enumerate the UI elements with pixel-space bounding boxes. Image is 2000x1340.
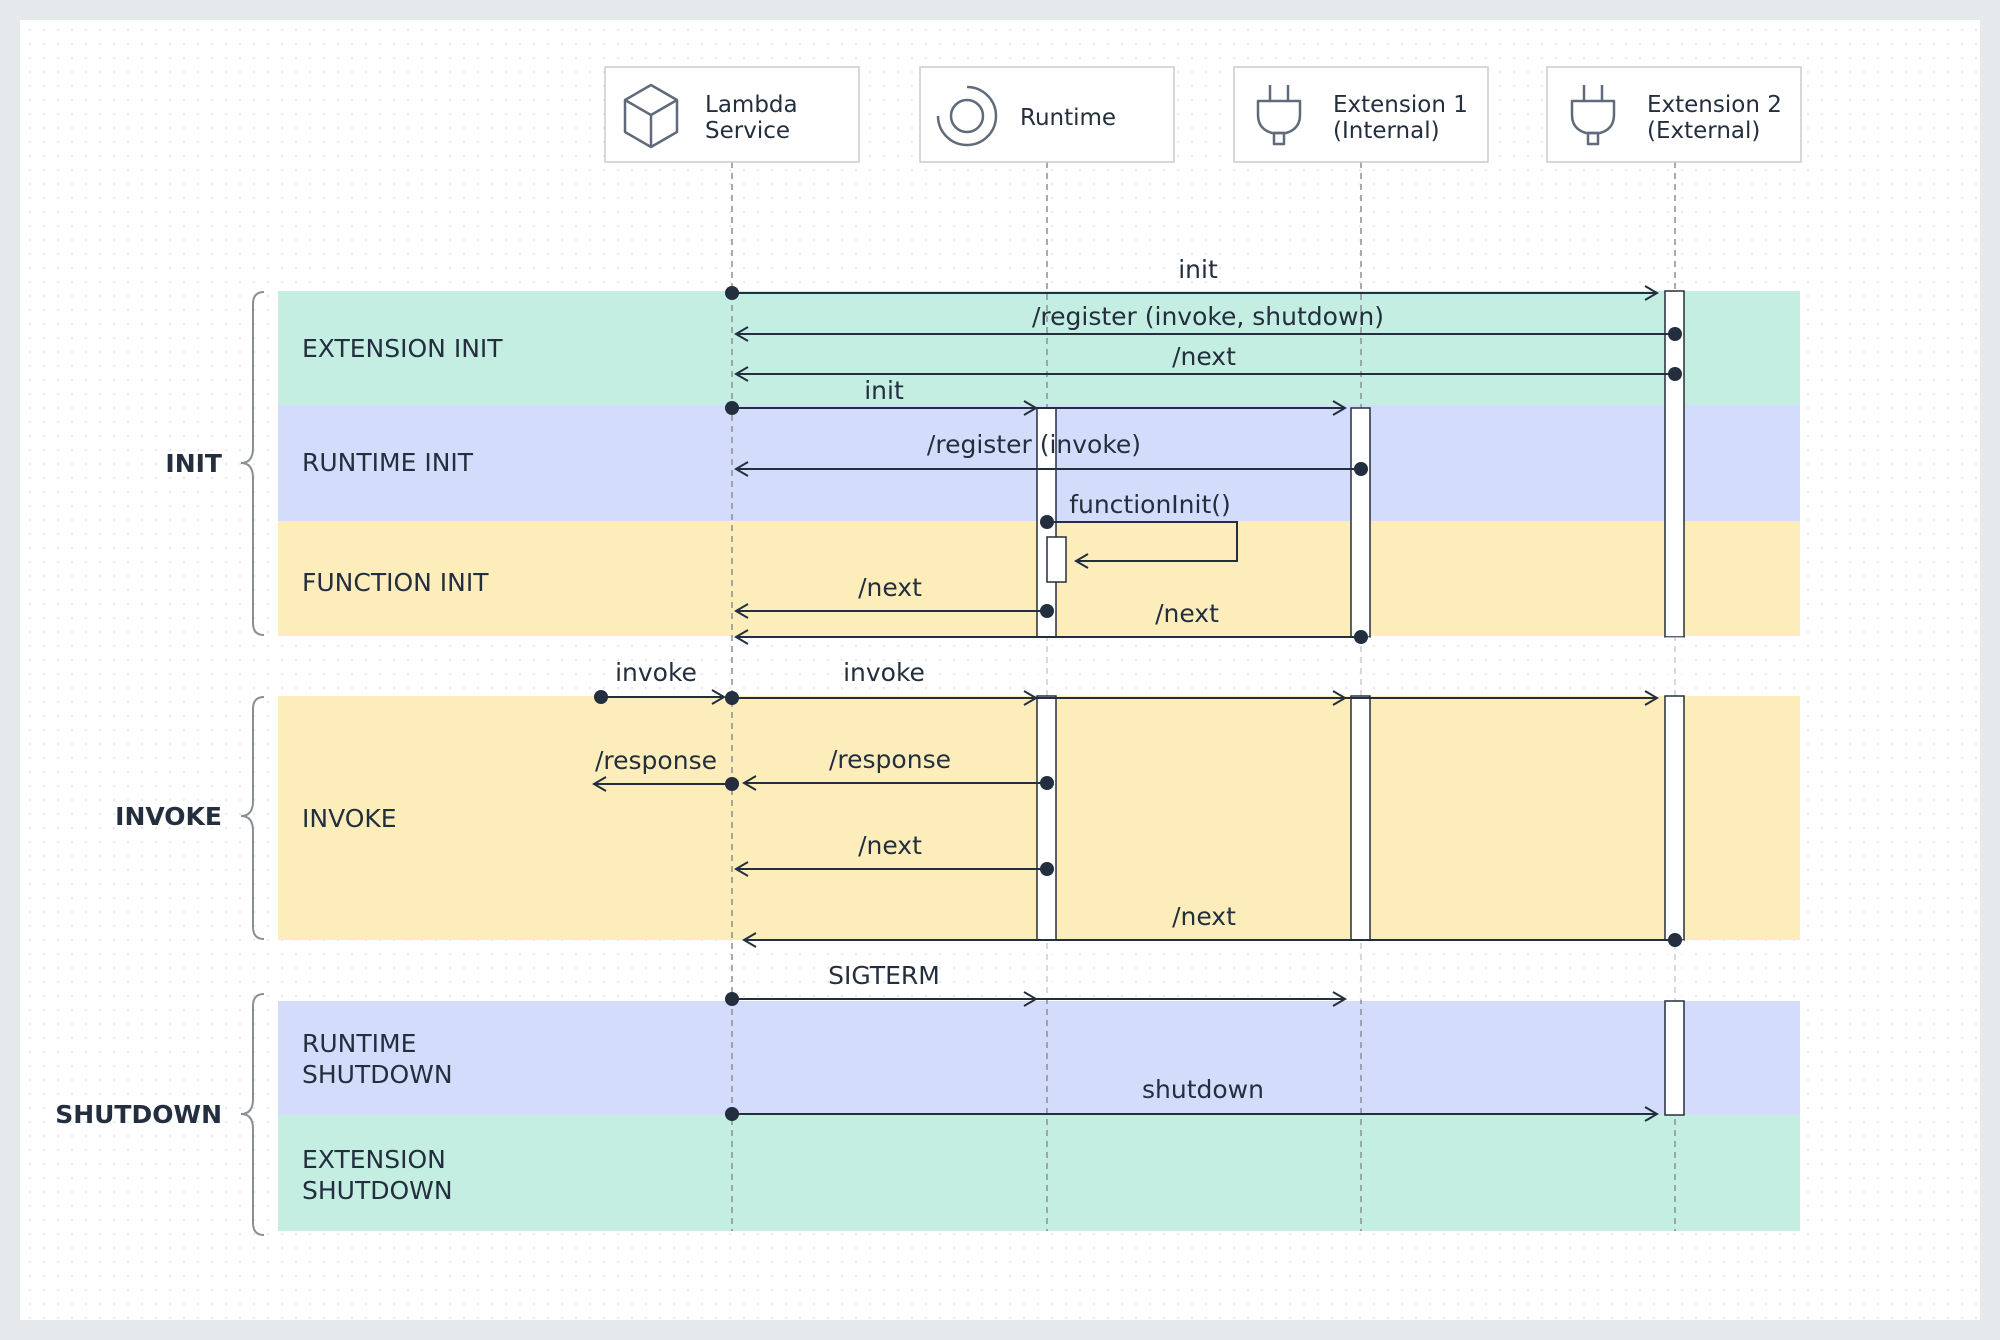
message-invoke-client-to-lambda <box>594 689 726 705</box>
plug-icon <box>1256 85 1302 146</box>
message-arrows <box>592 285 1682 1122</box>
message-init-to-ext2 <box>725 285 1659 301</box>
message-init-to-runtime-and-ext1 <box>725 400 1347 416</box>
message-labels: init /register (invoke, shutdown) /next … <box>595 255 1384 1104</box>
message-next-runtime-invoke <box>734 861 1054 877</box>
message-sigterm <box>725 991 1347 1007</box>
ext2-activation-init <box>1664 290 1685 638</box>
message-label: /register (invoke, shutdown) <box>1032 302 1384 331</box>
participant-card <box>1233 66 1489 163</box>
participant-label-line-2: (External) <box>1647 118 1760 144</box>
message-label: functionInit() <box>1069 490 1231 519</box>
message-label: invoke <box>615 658 697 687</box>
group-label-invoke: INVOKE <box>115 802 222 831</box>
message-label: /next <box>1155 599 1219 628</box>
message-label: init <box>1178 255 1218 284</box>
brace-init <box>240 291 265 636</box>
runtime-activation-invoke <box>1036 695 1057 941</box>
message-next-runtime-init <box>734 603 1054 619</box>
phase-label-runtime-shutdown-line-1: RUNTIME <box>302 1029 416 1058</box>
function-init-activation <box>1046 536 1067 583</box>
message-label: shutdown <box>1142 1075 1264 1104</box>
message-label: /response <box>595 746 717 775</box>
message-register-ext2 <box>734 326 1682 342</box>
message-label: /next <box>858 573 922 602</box>
phase-label-invoke: INVOKE <box>302 804 397 833</box>
phase-label-runtime-shutdown-line-2: SHUTDOWN <box>302 1060 453 1089</box>
group-label-shutdown: SHUTDOWN <box>55 1100 222 1129</box>
band-extension-shutdown <box>278 1115 1800 1231</box>
ext1-activation-tail <box>1351 940 1370 1000</box>
phase-label-function-init: FUNCTION INIT <box>302 568 489 597</box>
band-extension-init <box>278 291 1800 405</box>
participant-label-line-2: (Internal) <box>1333 118 1440 144</box>
message-label: /next <box>1172 342 1236 371</box>
runtime-activation-gap <box>1037 637 1056 696</box>
message-next-ext2-init <box>734 366 1682 382</box>
participant-label-line-1: Extension 2 <box>1647 92 1782 118</box>
ext1-activation-init <box>1350 407 1371 638</box>
message-shutdown <box>725 1106 1659 1122</box>
participant-label: Runtime <box>1020 105 1116 131</box>
participant-runtime: Runtime <box>919 66 1175 163</box>
message-label: init <box>864 376 904 405</box>
phase-label-extension-shutdown-line-1: EXTENSION <box>302 1145 446 1174</box>
participant-label-line-2: Service <box>705 118 790 144</box>
message-next-ext1-init <box>734 629 1368 645</box>
group-label-init: INIT <box>165 449 222 478</box>
participant-label-line-1: Extension 1 <box>1333 92 1468 118</box>
participant-label-line-1: Lambda <box>705 92 798 118</box>
ext2-activation-invoke <box>1664 695 1685 941</box>
runtime-ring-icon <box>936 85 998 147</box>
cube-icon <box>623 83 679 149</box>
message-label: /register (invoke) <box>927 430 1141 459</box>
message-next-ext2-invoke <box>742 932 1682 948</box>
plug-icon <box>1570 85 1616 146</box>
participant-card <box>919 66 1175 163</box>
phase-label-runtime-init: RUNTIME INIT <box>302 448 474 477</box>
phase-label-extension-init: EXTENSION INIT <box>302 334 503 363</box>
message-response-runtime <box>742 775 1054 791</box>
participant-extension-1: Extension 1 (Internal) <box>1233 66 1489 163</box>
participant-card <box>1546 66 1802 163</box>
brace-shutdown <box>240 993 265 1236</box>
ext1-activation-invoke <box>1350 695 1371 941</box>
message-label: /next <box>1172 902 1236 931</box>
brace-invoke <box>240 696 265 940</box>
message-label: invoke <box>843 658 925 687</box>
message-label: /next <box>858 831 922 860</box>
message-label: /response <box>829 745 951 774</box>
participant-lambda-service: Lambda Service <box>604 66 860 163</box>
message-label: SIGTERM <box>828 961 940 990</box>
runtime-activation-tail <box>1037 940 1056 1000</box>
ext1-activation-gap <box>1351 637 1370 696</box>
message-function-init-self-call <box>1040 515 1238 569</box>
group-braces <box>240 291 265 1236</box>
ext2-activation-gap <box>1665 637 1684 696</box>
message-response-to-client <box>592 776 739 792</box>
message-invoke-broadcast <box>725 690 1659 706</box>
message-register-ext1 <box>734 461 1368 477</box>
band-runtime-shutdown <box>278 1001 1800 1115</box>
phase-label-extension-shutdown-line-2: SHUTDOWN <box>302 1176 453 1205</box>
ext2-activation-shutdown <box>1664 1000 1685 1116</box>
participant-extension-2: Extension 2 (External) <box>1546 66 1802 163</box>
ext2-activation-gap-2 <box>1665 940 1684 1001</box>
